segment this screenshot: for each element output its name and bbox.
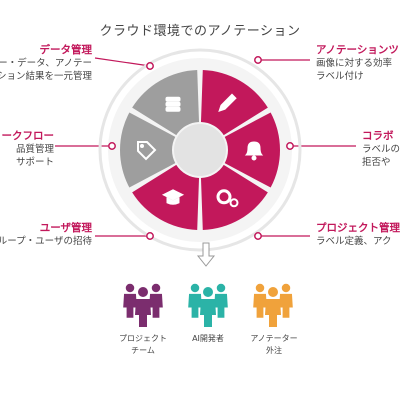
team-label-project-team: プロジェクト チーム: [103, 333, 183, 357]
segment-user-management: [132, 164, 200, 230]
person-head: [151, 283, 161, 293]
connector-dot: [286, 142, 294, 150]
bell-icon: [244, 141, 264, 161]
external-annotators-people: [253, 283, 293, 327]
connector-dots: [108, 56, 294, 240]
ai-developers-people: [188, 283, 228, 327]
label-user-management: ユーザ管理 ループ・ユーザの招待: [0, 220, 92, 248]
person-body: [200, 299, 216, 327]
label-heading: ユーザ管理: [39, 222, 92, 234]
database-icon: [165, 96, 181, 112]
connector-dot: [146, 62, 154, 70]
project-team-people: [123, 283, 163, 327]
segment-data-management: [132, 70, 200, 136]
person-head: [203, 287, 213, 297]
person-head: [216, 283, 226, 293]
database-disk: [165, 101, 181, 107]
segment-workflow: [119, 112, 176, 188]
pencil-shape: [218, 93, 237, 113]
segment-icons: [137, 93, 264, 208]
connector-dot: [254, 232, 262, 240]
database-disk: [165, 96, 181, 102]
person-body: [135, 299, 151, 327]
pencil-icon: [218, 93, 237, 113]
label-line: 画像に対する効率: [316, 58, 393, 69]
person-icon: [135, 287, 151, 327]
bell-clapper: [251, 155, 257, 161]
gear-large: [216, 189, 232, 205]
label-line: 拒否や: [362, 157, 391, 168]
segment-annotation-tools: [200, 70, 268, 136]
label-line: サポート: [15, 157, 54, 168]
person-body: [188, 293, 202, 318]
connector-dot: [108, 142, 116, 150]
diagram-title: クラウド環境でのアノテーション: [99, 24, 301, 39]
person-icon: [188, 283, 202, 318]
team-label-line: アノテーター: [250, 334, 298, 343]
cap-base: [166, 196, 180, 205]
person-body: [279, 293, 293, 318]
label-line: ラベル付け: [316, 71, 364, 82]
label-collaboration: コラボ ラベルの 拒否や: [362, 128, 400, 169]
connector-dot: [254, 56, 262, 64]
label-line: ション結果を一元管理: [0, 71, 92, 82]
person-head: [138, 287, 148, 297]
label-project-management: プロジェクト管理 ラベル定義、アク: [316, 220, 400, 248]
person-head: [255, 283, 265, 293]
person-head: [125, 283, 135, 293]
bell-shape: [244, 141, 264, 156]
person-icon: [279, 283, 293, 318]
team-people-icons: [123, 283, 293, 327]
label-workflow: ークフロー 品質管理 サポート: [2, 128, 55, 169]
segment-project-management: [200, 164, 268, 230]
team-label-line: プロジェクト: [119, 334, 167, 343]
cap-top: [161, 189, 185, 201]
label-line: ー・データ、アノテー: [0, 58, 92, 69]
label-heading: コラボ: [362, 130, 394, 142]
wheel-hub: [174, 124, 226, 176]
person-body: [214, 293, 228, 318]
connector-data-management: [94, 57, 151, 67]
label-annotation-tools: アノテーションツ 画像に対する効率 ラベル付け: [316, 42, 399, 83]
team-label-external-annotators: アノテーター 外注: [234, 333, 314, 357]
person-head: [268, 287, 278, 297]
label-heading: プロジェクト管理: [316, 222, 400, 234]
tag-hole: [140, 144, 144, 148]
team-label-line: 外注: [266, 346, 282, 355]
connector-dot: [146, 232, 154, 240]
label-line: ラベルの: [362, 144, 400, 155]
label-heading: ークフロー: [1, 130, 55, 142]
person-icon: [123, 283, 137, 318]
person-body: [149, 293, 163, 318]
label-line: ループ・ユーザの招待: [0, 236, 92, 247]
label-heading: アノテーションツ: [316, 44, 399, 56]
tag-icon: [137, 141, 157, 161]
person-head: [281, 283, 291, 293]
database-disk: [165, 106, 181, 112]
person-icon: [200, 287, 216, 327]
team-label-line: AI開発者: [192, 334, 224, 343]
person-body: [123, 293, 137, 318]
label-line: ラベル定義、アク: [316, 236, 392, 247]
person-icon: [214, 283, 228, 318]
team-label-ai-developers: AI開発者: [168, 333, 248, 345]
person-icon: [253, 283, 267, 318]
gear-small: [229, 198, 239, 208]
graduation-cap-icon: [161, 189, 185, 205]
label-heading: データ管理: [39, 44, 93, 56]
label-data-management: データ管理 ー・データ、アノテー ション結果を一元管理: [0, 42, 92, 83]
team-label-line: チーム: [131, 346, 155, 355]
person-body: [253, 293, 267, 318]
outer-ring: [98, 48, 302, 252]
down-arrow-icon: [196, 242, 216, 267]
person-icon: [265, 287, 281, 327]
person-icon: [149, 283, 163, 318]
tag-shape: [137, 141, 157, 161]
label-line: 品質管理: [15, 144, 54, 155]
person-head: [190, 283, 200, 293]
person-body: [265, 299, 281, 327]
gears-icon: [216, 189, 239, 208]
